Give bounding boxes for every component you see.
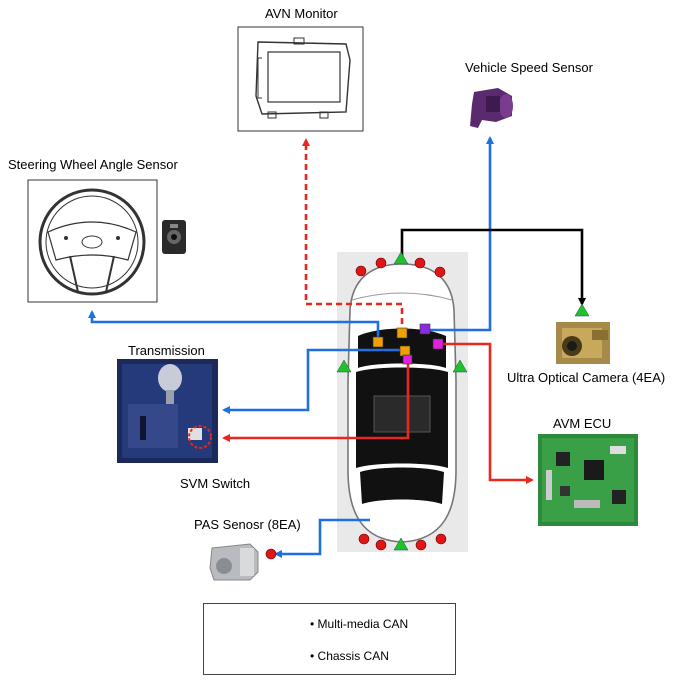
chassis-can-pas bbox=[274, 518, 370, 558]
pas-sensor-marker bbox=[435, 533, 447, 545]
legend: • Multi-media CAN • Chassis CAN bbox=[203, 603, 456, 675]
camera-marker bbox=[336, 359, 352, 373]
pas-sensor-marker bbox=[434, 266, 446, 278]
camera-marker bbox=[393, 537, 409, 551]
svm-switch-link bbox=[222, 360, 410, 442]
legend-chassis-label: • Chassis CAN bbox=[310, 649, 389, 663]
legend-multimedia-label: • Multi-media CAN bbox=[310, 617, 409, 631]
pas-sensor-label: PAS Senosr (8EA) bbox=[194, 517, 301, 532]
pas-sensor-marker bbox=[265, 548, 277, 560]
chassis-can-steering bbox=[88, 310, 380, 340]
connector-square bbox=[399, 345, 411, 357]
avn-monitor-image bbox=[237, 26, 364, 132]
avm-ecu-link bbox=[440, 342, 534, 484]
pas-sensor-marker bbox=[375, 257, 387, 269]
connector-square bbox=[419, 323, 431, 335]
connector-square bbox=[402, 354, 413, 365]
transmission-label: Transmission bbox=[128, 343, 205, 358]
camera-marker bbox=[452, 359, 468, 373]
pas-sensor-marker bbox=[414, 257, 426, 269]
steering-wheel-angle-sensor-label: Steering Wheel Angle Sensor bbox=[8, 157, 178, 172]
ultra-optical-camera-image bbox=[556, 322, 610, 364]
vehicle-speed-sensor-image bbox=[468, 84, 520, 132]
transmission-image bbox=[117, 359, 218, 463]
avm-ecu-image bbox=[538, 434, 638, 526]
avm-ecu-label: AVM ECU bbox=[553, 416, 612, 431]
connector-square bbox=[432, 338, 444, 350]
camera-marker bbox=[393, 251, 409, 265]
avn-monitor-label: AVN Monitor bbox=[265, 6, 338, 21]
camera-marker bbox=[574, 303, 590, 317]
pas-sensor-marker bbox=[415, 539, 427, 551]
chassis-can-speed-sensor bbox=[430, 136, 494, 332]
svm-switch-label: SVM Switch bbox=[180, 476, 251, 491]
connector-square bbox=[372, 336, 384, 348]
car-top-view bbox=[337, 252, 468, 552]
camera-link bbox=[400, 228, 586, 306]
pas-sensor-image bbox=[208, 538, 266, 582]
multimedia-can-link bbox=[302, 138, 404, 334]
connector-square bbox=[396, 327, 408, 339]
pas-sensor-marker bbox=[375, 539, 387, 551]
vehicle-speed-sensor-label: Vehicle Speed Sensor bbox=[465, 60, 593, 75]
ultra-optical-camera-label: Ultra Optical Camera (4EA) bbox=[507, 370, 666, 385]
pas-sensor-marker bbox=[355, 265, 367, 277]
pas-sensor-marker bbox=[358, 533, 370, 545]
chassis-can-transmission bbox=[222, 348, 402, 414]
steering-wheel-image bbox=[27, 179, 158, 303]
steering-angle-sensor-image bbox=[162, 220, 186, 254]
